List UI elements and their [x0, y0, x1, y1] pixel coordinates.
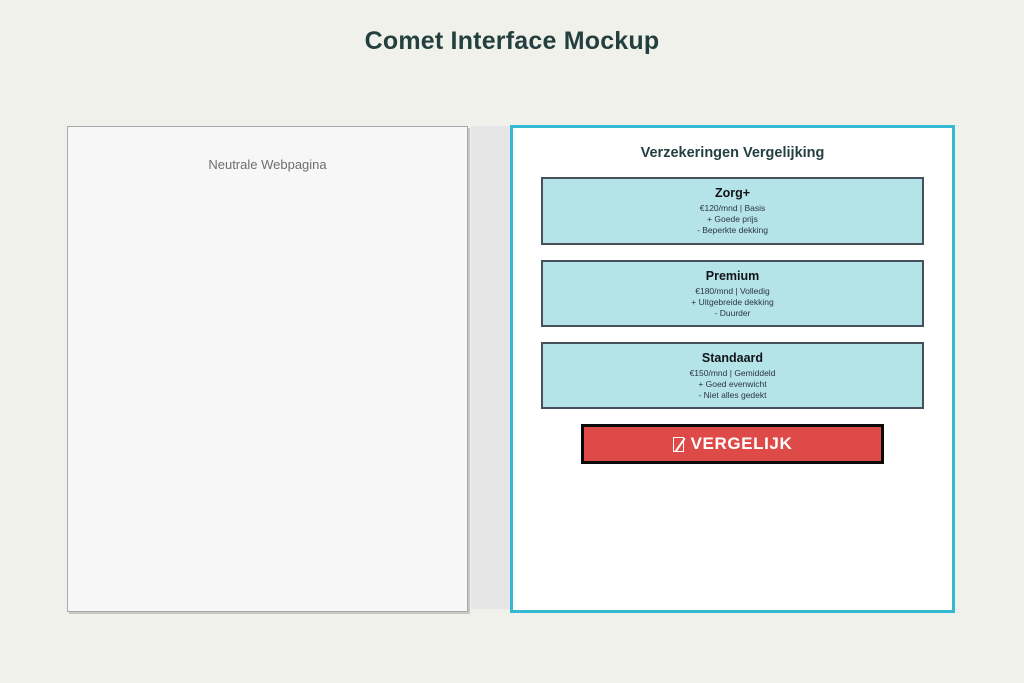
compare-button[interactable]: VERGELIJK — [581, 424, 884, 464]
option-title: Standaard — [701, 350, 764, 365]
neutral-webpage-panel[interactable]: Neutrale Webpagina — [67, 126, 468, 612]
option-title: Zorg+ — [714, 186, 751, 200]
option-price-line: €120/mnd | Basis — [699, 203, 766, 213]
insurance-option-card[interactable]: Zorg+ €120/mnd | Basis + Goede prijs - B… — [541, 177, 924, 245]
option-pro: + Goede prijs — [707, 214, 758, 224]
option-pro: + Uitgebreide dekking — [691, 296, 774, 307]
comet-overlay-panel[interactable]: Verzekeringen Vergelijking Zorg+ €120/mn… — [510, 125, 955, 613]
option-title: Premium — [705, 268, 760, 283]
page-title: Comet Interface Mockup — [364, 27, 660, 55]
insurance-option-card[interactable]: Premium €180/mnd | Volledig + Uitgebreid… — [541, 260, 924, 327]
comparison-heading: Verzekeringen Vergelijking — [640, 145, 825, 161]
option-con: - Duurder — [714, 307, 751, 318]
option-price-line: €180/mnd | Volledig — [695, 285, 770, 296]
insurance-option-list: Zorg+ €120/mnd | Basis + Goede prijs - B… — [513, 177, 952, 409]
option-con: - Beperkte dekking — [697, 225, 768, 235]
compare-button-label: VERGELIJK — [690, 434, 793, 453]
option-con: - Niet alles gedekt — [698, 389, 767, 400]
missing-glyph-box-icon — [672, 436, 684, 452]
option-price-line: €150/mnd | Gemiddeld — [689, 367, 776, 378]
insurance-option-card[interactable]: Standaard €150/mnd | Gemiddeld + Goed ev… — [541, 342, 924, 409]
neutral-webpage-label: Neutrale Webpagina — [208, 157, 327, 172]
cta-row: VERGELIJK — [513, 424, 952, 464]
option-pro: + Goed evenwicht — [698, 378, 767, 389]
